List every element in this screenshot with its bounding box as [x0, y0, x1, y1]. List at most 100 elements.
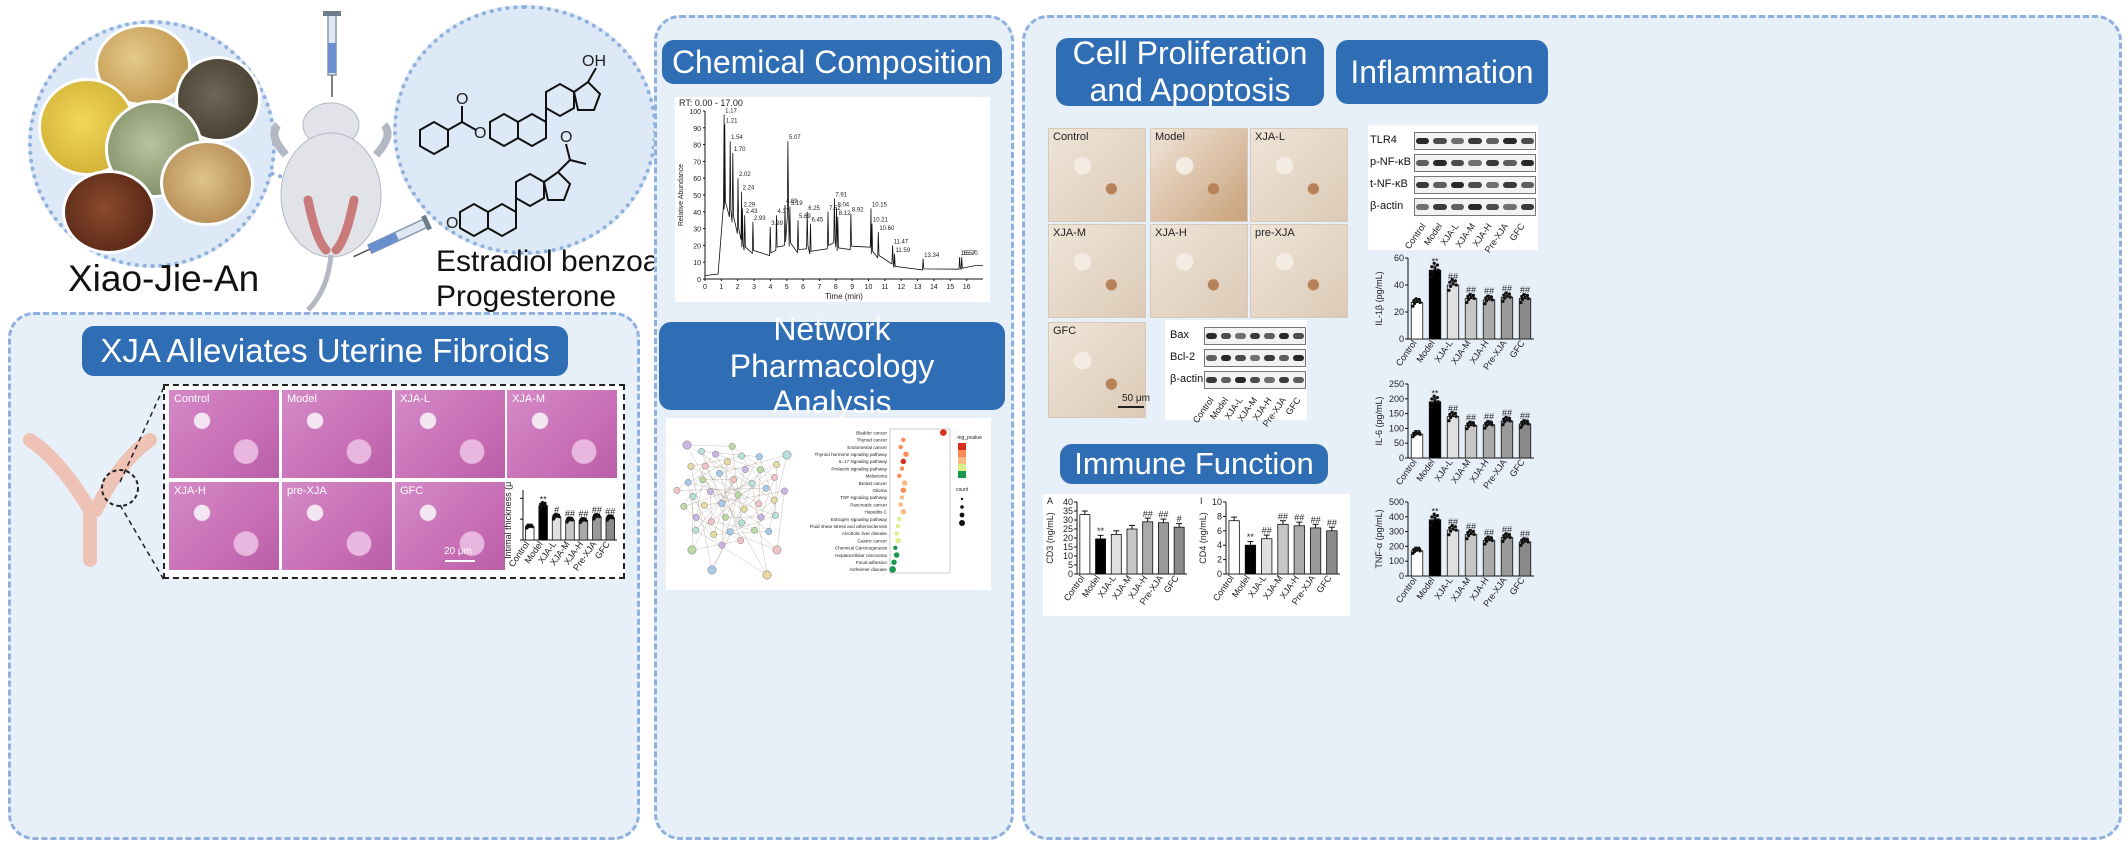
ihc-label: XJA-L: [1255, 131, 1285, 143]
y-tick-label: 0: [1399, 334, 1404, 344]
pathway-bubble: [940, 429, 947, 436]
data-dot: [1522, 536, 1526, 541]
network-edge: [715, 453, 745, 510]
data-dot: [557, 515, 561, 519]
y-tick-label: 70: [693, 159, 701, 166]
data-dot: [1483, 426, 1487, 430]
x-tick-label: 10: [865, 284, 873, 291]
network-edge: [704, 490, 785, 506]
bax-blot-band: [1293, 333, 1304, 339]
panel-letter: A: [1047, 496, 1053, 506]
y-tick-label: 250: [1389, 379, 1404, 389]
y-tick-label: 40: [1394, 280, 1404, 290]
he-image-gfc: GFC: [394, 481, 506, 571]
data-dot: [538, 507, 542, 511]
network-pharmacology-title: Network Pharmacology Analysis: [659, 311, 1005, 420]
bax-blot-band: [1220, 355, 1232, 361]
network-edge: [695, 469, 746, 531]
svg-text:O: O: [456, 91, 468, 108]
svg-text:O: O: [474, 125, 486, 142]
inf-blot-band: [1468, 138, 1482, 144]
bar-xja-l: [1446, 529, 1460, 577]
network-node: [772, 545, 782, 555]
inf-blot-band: [1485, 160, 1500, 166]
network-edge: [727, 461, 753, 484]
network-edge: [725, 456, 760, 518]
bax-blot-band: [1264, 377, 1275, 383]
data-dot: [1466, 294, 1470, 299]
inf-blot-row-label: t-NF-κB: [1370, 178, 1408, 190]
pathway-bubble: [893, 552, 900, 558]
network-edge: [715, 453, 761, 470]
y-tick-label: 20: [693, 243, 701, 250]
inf-blot-band: [1450, 204, 1465, 210]
bar-xja-h: [1482, 540, 1496, 577]
y-tick-label: 2: [1217, 555, 1222, 565]
x-tick-label: Control: [1211, 573, 1236, 603]
data-dot: [1505, 534, 1509, 539]
he-label: pre-XJA: [287, 485, 327, 497]
peak-label: 2.29: [743, 202, 755, 208]
data-dot: [1523, 295, 1527, 300]
network-node: [738, 452, 746, 460]
data-dot: [1504, 532, 1508, 536]
network-node: [781, 487, 788, 495]
data-dot: [1472, 296, 1476, 301]
y-tick-label: 15: [1063, 542, 1073, 552]
inf-blot-band: [1416, 138, 1430, 144]
x-tick-label: XJA-M: [1449, 338, 1473, 366]
x-tick-label: Model: [1414, 575, 1436, 601]
network-node: [730, 476, 737, 483]
sig-mark: ##: [578, 509, 588, 519]
data-dot: [1453, 279, 1458, 283]
data-dot: [1433, 266, 1437, 271]
data-dot: [1448, 526, 1452, 530]
data-dot: [1484, 296, 1488, 300]
y-tick-label: 60: [1394, 253, 1404, 263]
pathway-label: Alzheimer disease: [849, 567, 887, 572]
he-image-model: Model: [281, 389, 393, 479]
y-tick-label: 300: [1389, 527, 1404, 537]
network-edge: [741, 455, 767, 489]
network-edge: [702, 479, 769, 532]
sig-mark: ##: [1448, 403, 1458, 413]
y-axis-label: IL-6 (pg/mL): [1374, 396, 1384, 445]
network-node: [712, 450, 720, 458]
network-node: [689, 493, 697, 500]
network-node: [755, 500, 763, 508]
data-dot: [1523, 421, 1527, 425]
immune-function-title: Immune Function: [1060, 444, 1328, 484]
y-tick-label: 35: [1063, 506, 1073, 516]
data-dot: [1466, 530, 1470, 535]
data-dot: [1507, 416, 1512, 420]
size-legend-dot: [960, 505, 964, 509]
data-dot: [1448, 280, 1452, 284]
network-edge: [743, 488, 767, 510]
network-edge: [688, 482, 696, 531]
data-dot: [1466, 422, 1470, 426]
inf-blot-band: [1433, 160, 1447, 166]
x-tick-label: XJA-M: [1449, 457, 1473, 485]
x-tick-label: XJA-M: [1449, 575, 1473, 603]
inf-blot-band: [1485, 182, 1500, 188]
x-tick-label: Control: [1394, 338, 1419, 368]
inf-blot-band: [1416, 160, 1430, 166]
inflammation-title: Inflammation: [1336, 40, 1548, 104]
data-dot: [1450, 523, 1454, 528]
data-dot: [1484, 537, 1488, 541]
bar-xja-m: [1277, 523, 1289, 575]
bax-blot-band: [1249, 355, 1261, 361]
data-dot: [584, 518, 588, 523]
data-dot: [1484, 299, 1489, 303]
pathway-label: Chemical Carcinogenesis: [835, 546, 888, 551]
drug-label-progesterone: Progesterone: [436, 280, 617, 313]
inf-blot-row-label: p-NF-κB: [1370, 156, 1411, 168]
data-dot: [1451, 527, 1455, 531]
network-edge: [676, 488, 767, 491]
bax-blot-band: [1206, 355, 1217, 361]
sig-mark: ##: [1502, 283, 1512, 293]
peak-label: 5.69: [799, 214, 811, 220]
x-tick-label: GFC: [1508, 575, 1527, 597]
